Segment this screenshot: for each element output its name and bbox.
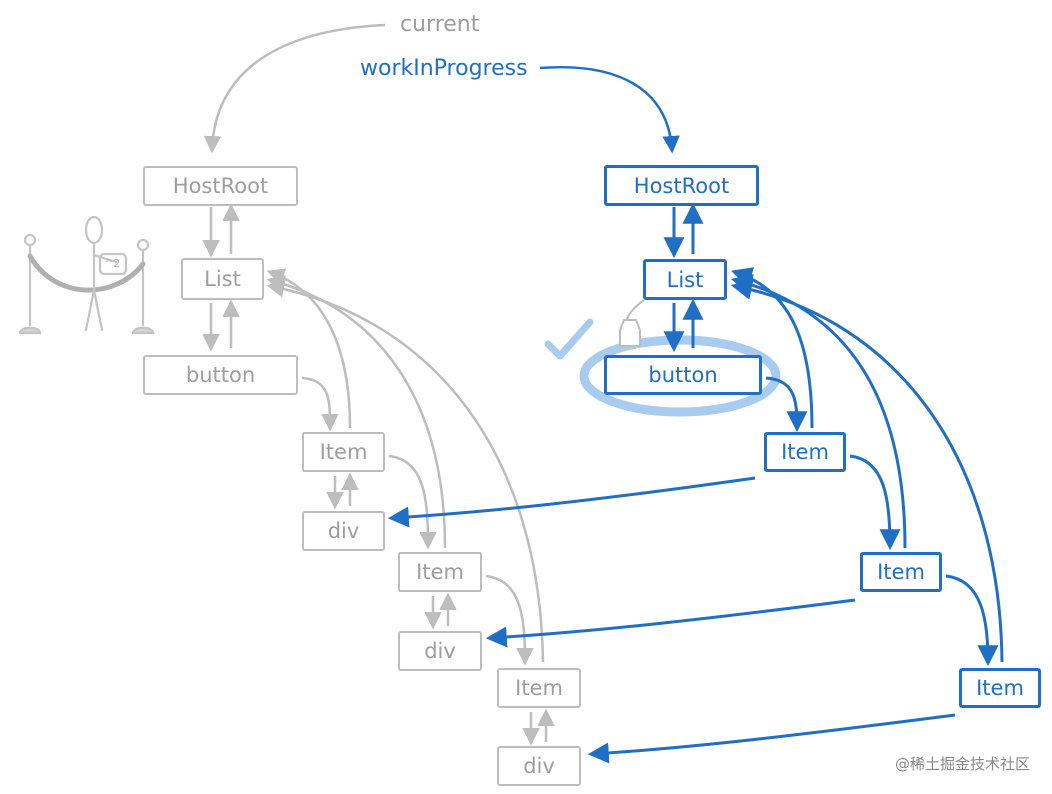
wip-item1-alternate-arrow bbox=[387, 476, 756, 528]
current-item2-return-arrow bbox=[266, 275, 447, 549]
wip-item2-sibling-arrow bbox=[945, 574, 999, 667]
current-pointer-label: current bbox=[400, 12, 480, 37]
wip-item3-return-arrow bbox=[730, 279, 1004, 663]
wip-button-node: button bbox=[604, 355, 762, 395]
current-pointer-arrow bbox=[203, 23, 386, 154]
tag-shape bbox=[619, 319, 641, 347]
current-list-node: List bbox=[181, 258, 264, 300]
current-item-node-2: Item bbox=[398, 552, 482, 592]
current-button-sibling-arrow bbox=[301, 376, 339, 432]
wip-item2-alternate-arrow bbox=[485, 598, 856, 648]
completed-checkmark bbox=[544, 318, 594, 360]
current-item2-sibling-arrow bbox=[485, 574, 534, 666]
wip-item3-alternate-arrow bbox=[587, 713, 956, 764]
current-tag-text: ^2 bbox=[104, 257, 121, 270]
current-item1-return-arrow bbox=[266, 268, 352, 429]
current-div-node-2: div bbox=[398, 631, 482, 671]
current-item1-sibling-arrow bbox=[388, 454, 437, 550]
wip-item-node-1: Item bbox=[764, 432, 846, 472]
wip-list-node: List bbox=[643, 259, 727, 300]
work-in-progress-pointer-label: workInProgress bbox=[360, 56, 528, 81]
watermark-text: @稀土掘金技术社区 bbox=[894, 755, 1030, 773]
wip-item2-return-arrow bbox=[730, 274, 907, 549]
current-item-node-3: Item bbox=[497, 668, 581, 708]
current-div-node-3: div bbox=[497, 746, 581, 786]
wip-item1-sibling-arrow bbox=[849, 454, 901, 551]
current-button-node: button bbox=[143, 355, 298, 395]
wip-item-node-3: Item bbox=[959, 668, 1041, 708]
wip-item-node-2: Item bbox=[860, 552, 942, 592]
current-hostroot-node: HostRoot bbox=[143, 166, 298, 206]
current-item3-return-arrow bbox=[266, 280, 545, 663]
current-item-node-1: Item bbox=[302, 432, 385, 472]
current-div-node-1: div bbox=[302, 511, 385, 551]
wip-button-sibling-arrow bbox=[765, 376, 808, 433]
wip-hostroot-node: HostRoot bbox=[604, 165, 759, 206]
wip-pointer-arrow bbox=[539, 65, 680, 154]
stick-figure-illustration bbox=[18, 215, 155, 335]
